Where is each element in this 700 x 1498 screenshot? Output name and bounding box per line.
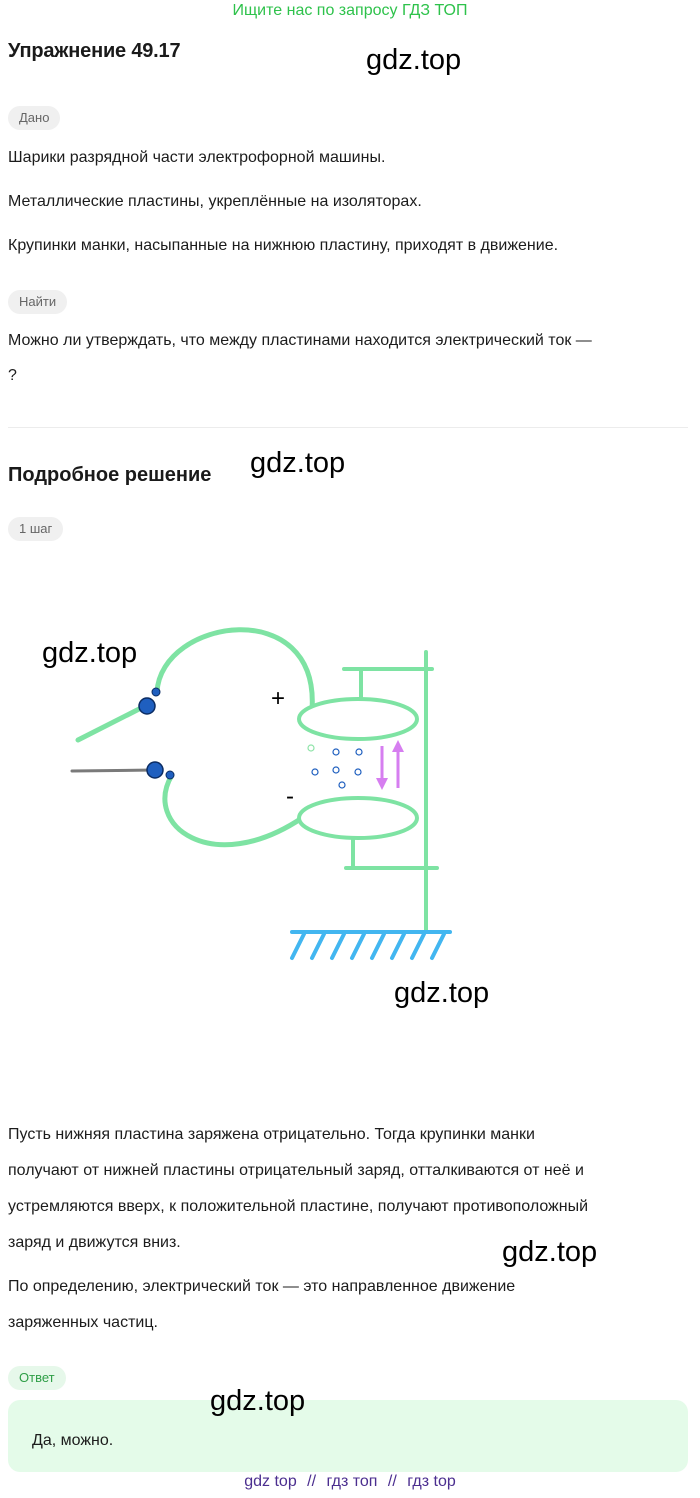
grain <box>311 768 319 776</box>
upper-arc-wire <box>154 627 315 713</box>
stand <box>342 650 439 932</box>
find-line: ? <box>8 367 17 384</box>
given-line: Металлические пластины, укреплённые на и… <box>8 193 422 210</box>
hatch <box>370 932 386 960</box>
given-line: Шарики разрядной части электрофорной маш… <box>8 149 386 166</box>
text-line: Пусть нижняя пластина заряжена отрицател… <box>8 1126 535 1143</box>
lower-ball <box>146 761 164 779</box>
up-arrow-head <box>392 740 404 752</box>
lower-rod <box>70 768 156 773</box>
upper-small-ball <box>151 687 161 697</box>
search-banner: Ищите нас по запросу ГДЗ ТОП <box>232 2 468 19</box>
text-line: заряженных частиц. <box>8 1314 158 1331</box>
page-title: Упражнение 49.17 <box>8 40 181 62</box>
electrophore-diagram: + - <box>70 627 452 960</box>
grain <box>307 744 315 752</box>
hatch <box>330 932 346 960</box>
grain <box>338 781 346 789</box>
hatch <box>290 932 306 960</box>
charge-arrows <box>376 740 404 790</box>
grain <box>332 748 340 756</box>
hatch <box>310 932 326 960</box>
step-badge: 1 шаг <box>8 517 64 541</box>
given-line: Крупинки манки, насыпанные на нижнюю пла… <box>8 237 559 254</box>
solution-title: Подробное решение <box>8 464 212 486</box>
hatch <box>430 932 446 960</box>
section-divider <box>8 427 688 428</box>
text-line: заряд и движутся вниз. <box>8 1234 181 1251</box>
definition-paragraph: По определению, электрический ток — это … <box>8 1269 688 1341</box>
find-badge: Найти <box>8 290 68 314</box>
watermark: gdz.top <box>42 637 138 669</box>
hatch <box>390 932 406 960</box>
discharger-wires <box>75 627 315 848</box>
grain <box>332 766 340 774</box>
hatch <box>350 932 366 960</box>
text-line: устремляются вверх, к положительной плас… <box>8 1198 589 1215</box>
footer-separator: // <box>387 1473 397 1490</box>
answer-box <box>8 1400 688 1472</box>
grain <box>355 748 363 756</box>
footer-separator: // <box>307 1473 317 1490</box>
watermark: gdz.top <box>250 447 346 479</box>
text-line: получают от нижней пластины отрицательны… <box>8 1162 584 1179</box>
watermark: gdz.top <box>366 44 462 76</box>
lower-arc-wire <box>162 772 305 848</box>
watermark: gdz.top <box>502 1236 598 1268</box>
ground <box>290 930 452 960</box>
plus-sign: + <box>271 685 285 712</box>
semolina-grains <box>307 744 363 789</box>
footer-link[interactable]: гдз топ <box>326 1473 378 1490</box>
answer-text: Да, можно. <box>32 1432 114 1449</box>
down-arrow-head <box>376 778 388 790</box>
upper-rod <box>75 703 148 743</box>
lower-small-ball <box>165 770 175 780</box>
lower-plate <box>297 796 419 840</box>
text-line: По определению, электрический ток — это … <box>8 1278 516 1295</box>
given-badge: Дано <box>8 106 61 130</box>
answer-badge: Ответ <box>8 1366 66 1390</box>
watermark: gdz.top <box>210 1385 306 1417</box>
hatch <box>410 932 426 960</box>
solution-paragraph: Пусть нижняя пластина заряжена отрицател… <box>8 1117 688 1261</box>
upper-ball <box>138 697 156 715</box>
upper-plate <box>297 697 419 741</box>
footer-links: gdz top // гдз топ // гдз top <box>0 1473 700 1491</box>
footer-link[interactable]: гдз top <box>407 1473 456 1490</box>
watermark: gdz.top <box>394 977 490 1009</box>
minus-sign: - <box>286 783 294 810</box>
find-line: Можно ли утверждать, что между пластинам… <box>8 332 592 349</box>
grain <box>354 768 362 776</box>
footer-link[interactable]: gdz top <box>244 1473 297 1490</box>
